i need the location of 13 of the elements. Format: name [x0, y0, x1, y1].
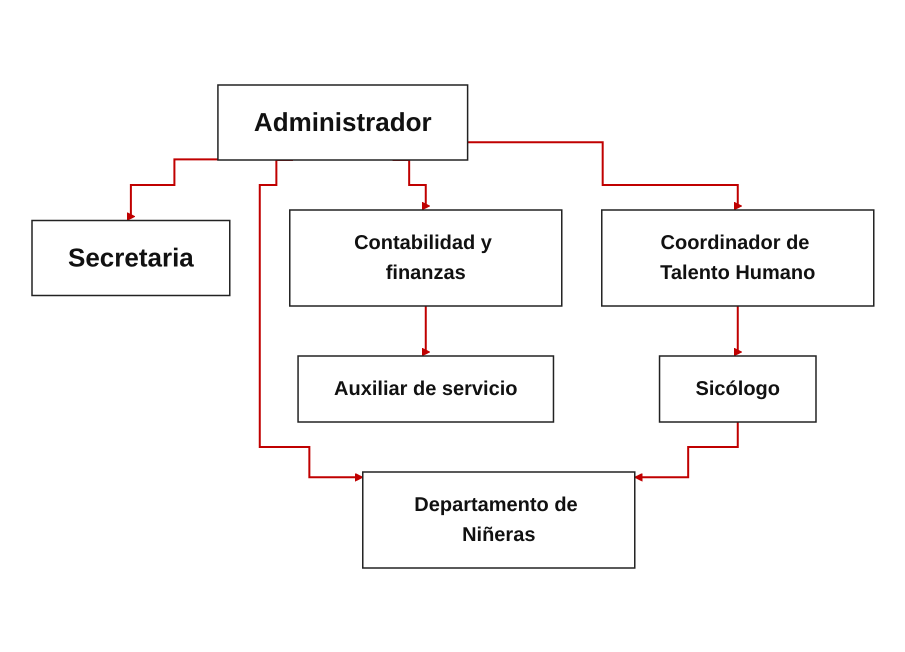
node-box: Coordinador de Talento Humano — [600, 208, 874, 306]
node-box: Auxiliar de servicio — [296, 354, 554, 422]
node-box: Secretaria — [30, 219, 230, 296]
arrow — [732, 304, 742, 356]
arrow — [126, 158, 218, 220]
arrow — [634, 420, 738, 482]
arrow — [258, 158, 363, 482]
arrow — [467, 140, 742, 210]
node-box: Contabilidad y finanzas — [288, 208, 562, 306]
node-box: Departamento de Niñeras — [362, 470, 636, 568]
node-box: Administrador — [216, 84, 468, 160]
node-box: Sicólogo — [658, 354, 816, 422]
arrow — [420, 304, 430, 356]
